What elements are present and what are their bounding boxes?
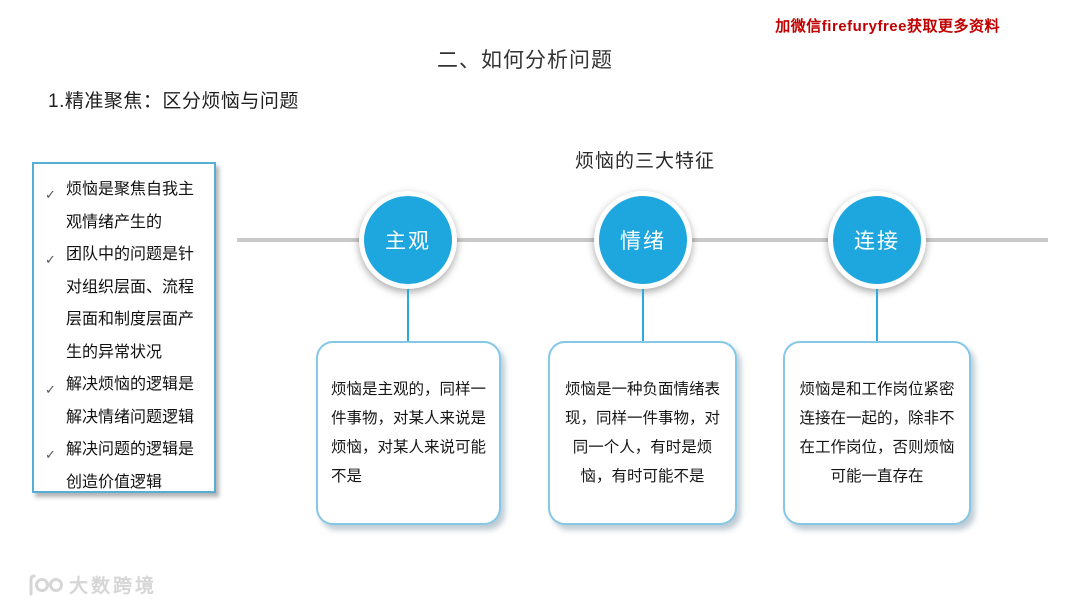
page-title: 二、如何分析问题 [437, 49, 613, 72]
checklist-item: ✓ 烦恼是聚焦自我主观情绪产生的 [42, 174, 206, 239]
diagram-heading: 烦恼的三大特征 [574, 151, 715, 172]
node-connector [642, 289, 644, 341]
feature-node-connection: 连接 [828, 191, 926, 289]
checklist-item: ✓ 解决问题的逻辑是创造价值逻辑 [42, 434, 206, 499]
feature-node-label: 连接 [854, 230, 900, 253]
feature-card-subjective: 烦恼是主观的，同样一件事物，对某人来说是烦恼，对某人来说可能不是 [316, 341, 501, 525]
section-subtitle: 1.精准聚焦：区分烦恼与问题 [48, 91, 299, 112]
checklist-item-text: 团队中的问题是针对组织层面、流程层面和制度层面产生的异常状况 [66, 246, 195, 361]
brand-logo-icon [29, 574, 63, 595]
checklist-panel: ✓ 烦恼是聚焦自我主观情绪产生的 ✓ 团队中的问题是针对组织层面、流程层面和制度… [32, 162, 216, 493]
feature-node-subjective: 主观 [359, 191, 457, 289]
check-icon: ✓ [45, 382, 56, 397]
brand-watermark: 大数跨境 [28, 571, 157, 598]
brand-watermark-text: 大数跨境 [69, 576, 158, 597]
checklist-item-text: 烦恼是聚焦自我主观情绪产生的 [66, 181, 195, 231]
feature-node-emotion: 情绪 [594, 191, 692, 289]
feature-card-text: 烦恼是和工作岗位紧密连接在一起的，除非不在工作岗位，否则烦恼可能一直存在 [799, 381, 955, 485]
checklist-item: ✓ 解决烦恼的逻辑是解决情绪问题逻辑 [42, 369, 206, 434]
promo-note: 加微信firefuryfree获取更多资料 [775, 18, 1000, 35]
checklist-item-text: 解决问题的逻辑是创造价值逻辑 [66, 441, 195, 491]
checklist-item: ✓ 团队中的问题是针对组织层面、流程层面和制度层面产生的异常状况 [42, 239, 206, 369]
checklist-item-text: 解决烦恼的逻辑是解决情绪问题逻辑 [66, 376, 195, 426]
node-connector [407, 289, 409, 341]
node-connector [876, 289, 878, 341]
check-icon: ✓ [45, 447, 56, 462]
feature-card-text: 烦恼是一种负面情绪表现，同样一件事物，对同一个人，有时是烦恼，有时可能不是 [564, 381, 720, 485]
check-icon: ✓ [45, 187, 56, 202]
feature-card-emotion: 烦恼是一种负面情绪表现，同样一件事物，对同一个人，有时是烦恼，有时可能不是 [548, 341, 737, 525]
check-icon: ✓ [45, 252, 56, 267]
feature-node-label: 情绪 [620, 230, 666, 253]
feature-card-connection: 烦恼是和工作岗位紧密连接在一起的，除非不在工作岗位，否则烦恼可能一直存在 [783, 341, 971, 525]
feature-node-label: 主观 [385, 230, 431, 253]
feature-card-text: 烦恼是主观的，同样一件事物，对某人来说是烦恼，对某人来说可能不是 [331, 381, 487, 485]
